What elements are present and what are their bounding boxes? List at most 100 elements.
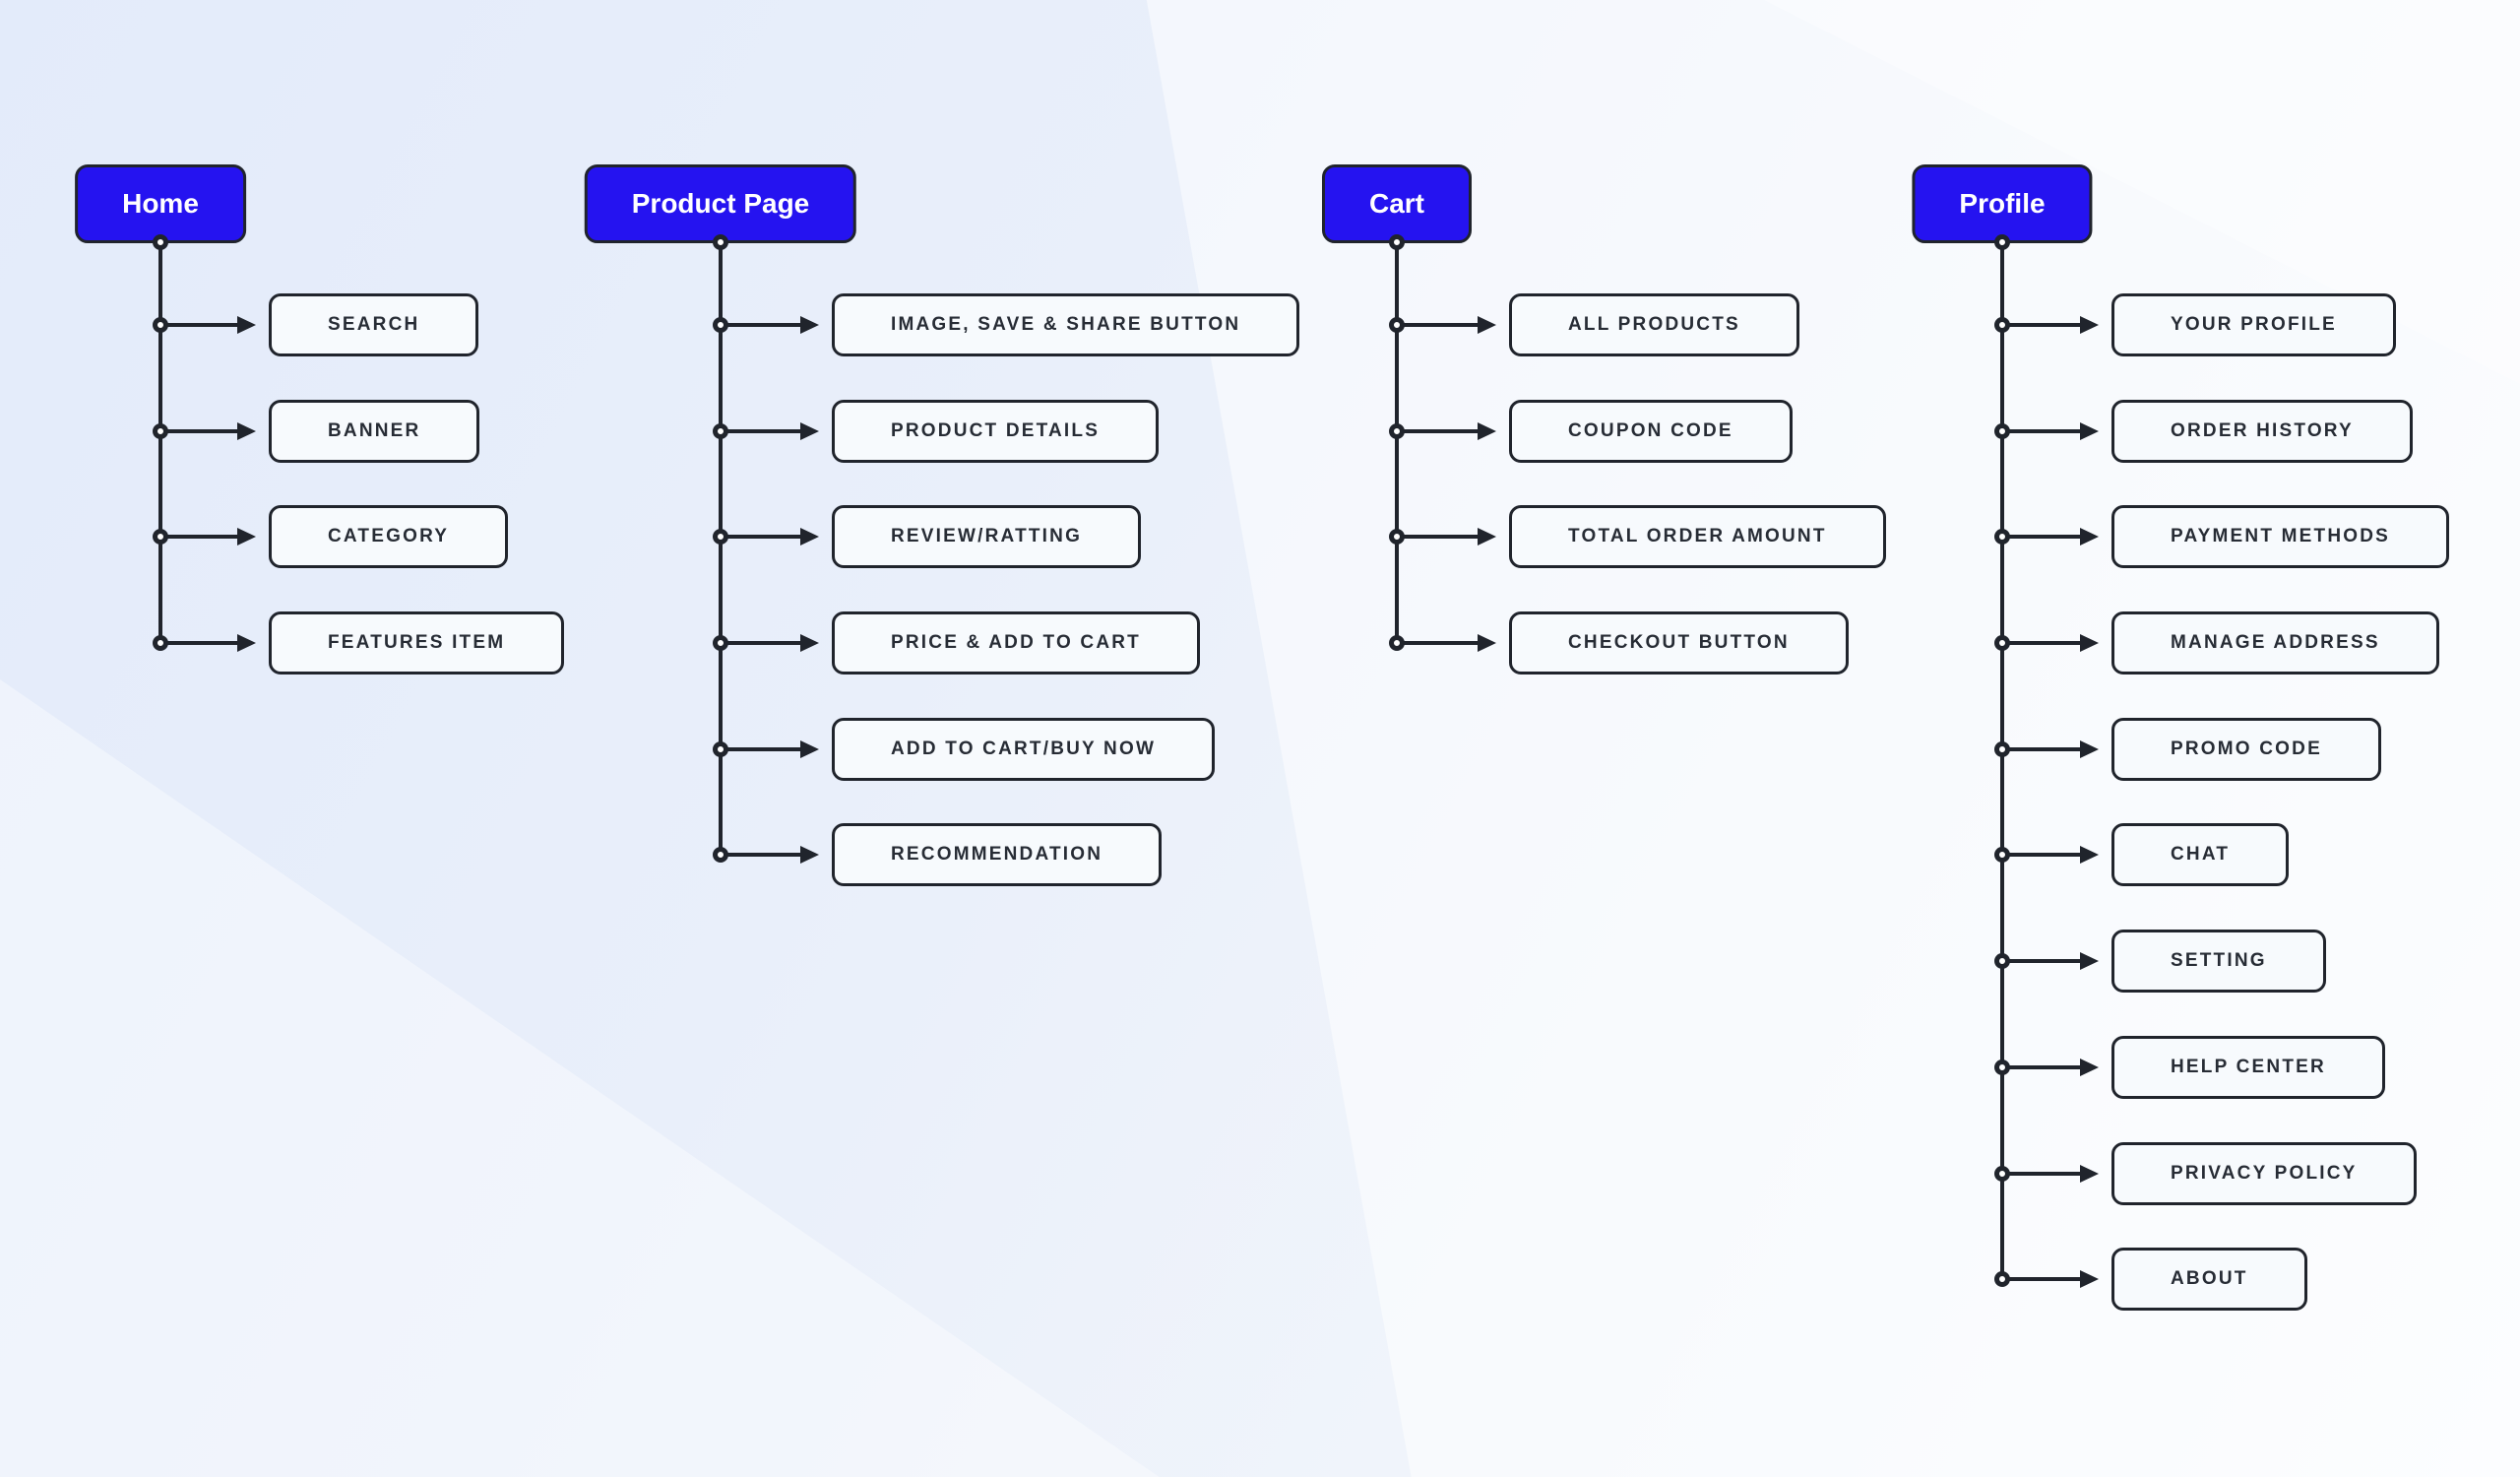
connector-node-dot — [713, 847, 728, 863]
node-label: CHECKOUT BUTTON — [1568, 632, 1790, 653]
connector-node-dot — [1994, 1271, 2010, 1287]
connector-node-dot — [153, 234, 168, 250]
connector-arrow-line — [160, 429, 239, 433]
connector-arrow-line — [2002, 1172, 2082, 1176]
arrow-head — [800, 422, 819, 440]
node-label: IMAGE, SAVE & SHARE BUTTON — [891, 314, 1241, 335]
connector-node-dot — [153, 635, 168, 651]
node-label: REVIEW/RATTING — [891, 526, 1083, 546]
connector-node-dot — [713, 234, 728, 250]
node-manage-address[interactable]: MANAGE ADDRESS — [2111, 611, 2439, 674]
arrow-head — [800, 634, 819, 652]
node-help-center[interactable]: HELP CENTER — [2111, 1036, 2385, 1099]
root-node-product-page[interactable]: Product Page — [584, 164, 857, 243]
connector-node-dot — [1389, 234, 1405, 250]
connector-arrow-line — [1397, 323, 1480, 327]
connector-arrow-line — [2002, 959, 2082, 963]
connector-node-dot — [713, 741, 728, 757]
node-chat[interactable]: CHAT — [2111, 823, 2290, 886]
arrow-head — [2080, 1270, 2099, 1288]
node-label: PRODUCT DETAILS — [891, 420, 1101, 441]
root-node-label: Profile — [1959, 188, 2046, 219]
node-label: CHAT — [2171, 844, 2231, 865]
node-label: PAYMENT METHODS — [2171, 526, 2391, 546]
node-review-ratting[interactable]: REVIEW/RATTING — [832, 505, 1142, 568]
node-features-item[interactable]: FEATURES ITEM — [269, 611, 565, 674]
connector-arrow-line — [721, 535, 802, 539]
connector-arrow-line — [1397, 535, 1480, 539]
node-checkout-button[interactable]: CHECKOUT BUTTON — [1509, 611, 1849, 674]
node-label: PRICE & ADD TO CART — [891, 632, 1141, 653]
node-label: FEATURES ITEM — [328, 632, 506, 653]
node-total-order-amount[interactable]: TOTAL ORDER AMOUNT — [1509, 505, 1886, 568]
root-node-home[interactable]: Home — [75, 164, 246, 243]
node-label: MANAGE ADDRESS — [2171, 632, 2380, 653]
node-privacy-policy[interactable]: PRIVACY POLICY — [2111, 1142, 2417, 1205]
connector-node-dot — [1994, 953, 2010, 969]
connector-node-dot — [713, 635, 728, 651]
root-node-cart[interactable]: Cart — [1321, 164, 1473, 243]
connector-node-dot — [1994, 1166, 2010, 1182]
root-node-label: Product Page — [631, 188, 810, 219]
connector-node-dot — [1994, 317, 2010, 333]
node-order-history[interactable]: ORDER HISTORY — [2111, 400, 2413, 463]
column-connector-line — [1395, 239, 1399, 645]
connector-arrow-line — [1397, 641, 1480, 645]
arrow-head — [1478, 634, 1496, 652]
arrow-head — [2080, 528, 2099, 546]
node-about[interactable]: ABOUT — [2111, 1248, 2307, 1311]
node-category[interactable]: CATEGORY — [269, 505, 509, 568]
node-label: ABOUT — [2171, 1268, 2248, 1289]
arrow-head — [1478, 422, 1496, 440]
node-add-to-cart-buy-now[interactable]: ADD TO CART/BUY NOW — [832, 718, 1216, 781]
connector-arrow-line — [721, 429, 802, 433]
arrow-head — [2080, 634, 2099, 652]
connector-node-dot — [1389, 423, 1405, 439]
node-setting[interactable]: SETTING — [2111, 930, 2326, 993]
connector-node-dot — [1994, 847, 2010, 863]
connector-arrow-line — [2002, 641, 2082, 645]
column-connector-line — [2000, 239, 2004, 1281]
arrow-head — [2080, 740, 2099, 758]
arrow-head — [237, 528, 256, 546]
node-price-add-to-cart[interactable]: PRICE & ADD TO CART — [832, 611, 1200, 674]
connector-arrow-line — [2002, 1277, 2082, 1281]
connector-arrow-line — [721, 853, 802, 857]
node-image-save-share-button[interactable]: IMAGE, SAVE & SHARE BUTTON — [832, 293, 1300, 356]
node-banner[interactable]: BANNER — [269, 400, 480, 463]
connector-node-dot — [1994, 529, 2010, 545]
arrow-head — [2080, 422, 2099, 440]
connector-node-dot — [1994, 635, 2010, 651]
node-payment-methods[interactable]: PAYMENT METHODS — [2111, 505, 2450, 568]
connector-arrow-line — [160, 641, 239, 645]
connector-node-dot — [713, 529, 728, 545]
connector-node-dot — [153, 529, 168, 545]
root-node-profile[interactable]: Profile — [1912, 164, 2093, 243]
connector-arrow-line — [1397, 429, 1480, 433]
node-promo-code[interactable]: PROMO CODE — [2111, 718, 2381, 781]
node-product-details[interactable]: PRODUCT DETAILS — [832, 400, 1160, 463]
node-label: HELP CENTER — [2171, 1057, 2326, 1077]
node-your-profile[interactable]: YOUR PROFILE — [2111, 293, 2396, 356]
arrow-head — [237, 422, 256, 440]
connector-arrow-line — [2002, 323, 2082, 327]
node-all-products[interactable]: ALL PRODUCTS — [1509, 293, 1799, 356]
column-connector-line — [719, 239, 723, 857]
connector-arrow-line — [160, 535, 239, 539]
node-label: TOTAL ORDER AMOUNT — [1568, 526, 1827, 546]
connector-arrow-line — [721, 641, 802, 645]
connector-node-dot — [1389, 529, 1405, 545]
connector-node-dot — [1994, 1060, 2010, 1075]
connector-node-dot — [1994, 234, 2010, 250]
node-label: ADD TO CART/BUY NOW — [891, 738, 1157, 759]
column-connector-line — [158, 239, 162, 645]
node-recommendation[interactable]: RECOMMENDATION — [832, 823, 1163, 886]
node-label: SEARCH — [328, 314, 420, 335]
node-label: BANNER — [328, 420, 421, 441]
arrow-head — [800, 316, 819, 334]
connector-arrow-line — [721, 323, 802, 327]
arrow-head — [800, 528, 819, 546]
node-search[interactable]: SEARCH — [269, 293, 479, 356]
node-coupon-code[interactable]: COUPON CODE — [1509, 400, 1793, 463]
